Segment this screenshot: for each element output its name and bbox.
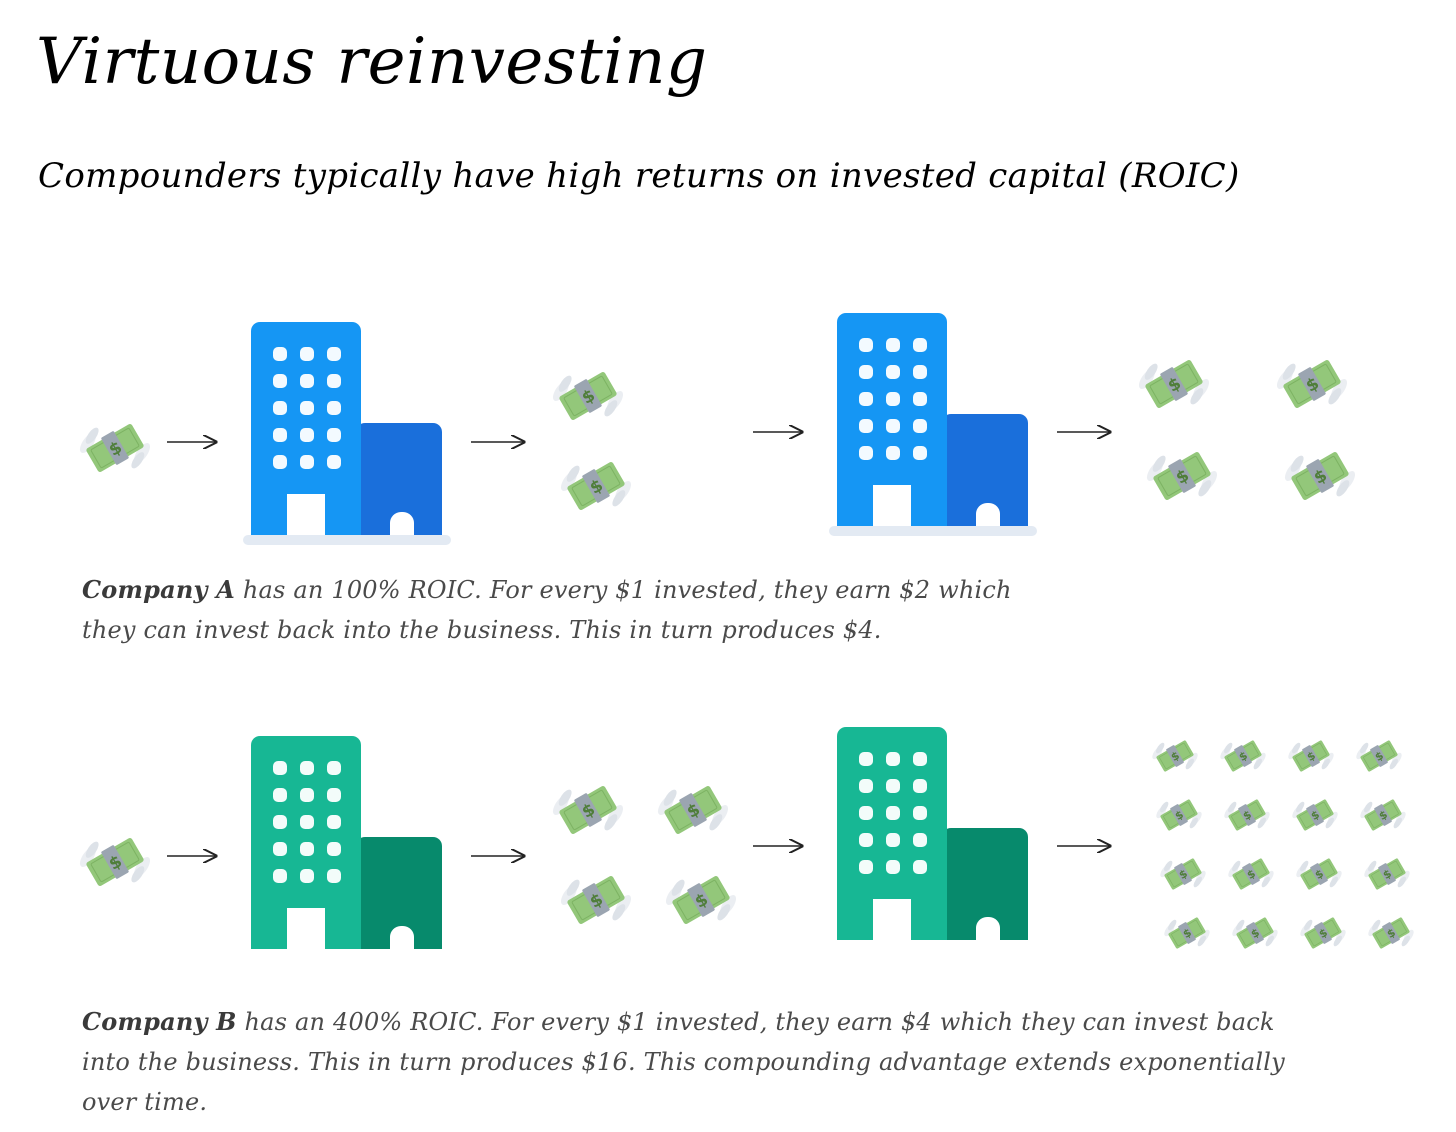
company-b-name: Company B — [82, 1007, 237, 1036]
company-a-building-1-icon — [243, 322, 451, 545]
company-a-second-return-money-icon: $ — [1284, 452, 1356, 500]
company-a-second-return-money-icon: $ — [1146, 452, 1218, 500]
company-b-second-return-money-icon: $ — [1232, 917, 1278, 949]
company-a-invested-money-icon: $ — [79, 424, 151, 472]
page-subtitle: Compounders typically have high returns … — [38, 156, 1240, 196]
company-b-first-return-money-icon: $ — [560, 876, 632, 924]
company-b-second-return-money-icon: $ — [1360, 799, 1406, 831]
company-b-first-return-money-icon: $ — [657, 786, 729, 834]
company-b-second-return-money-icon: $ — [1156, 799, 1202, 831]
company-b-building-1-icon — [251, 736, 442, 949]
company-b-second-return-money-icon: $ — [1220, 740, 1266, 772]
company-b-caption-text: has an 400% ROIC. For every $1 invested,… — [82, 1008, 1285, 1116]
company-b-second-return-money-icon: $ — [1300, 917, 1346, 949]
company-b-second-return-money-icon: $ — [1224, 799, 1270, 831]
company-b-second-return-money-icon: $ — [1164, 917, 1210, 949]
company-a-caption: Company A has an 100% ROIC. For every $1… — [82, 570, 1062, 650]
company-a-second-return-money-icon: $ — [1138, 360, 1210, 408]
company-a-second-return-money-icon: $ — [1276, 360, 1348, 408]
company-b-second-return-money-icon: $ — [1160, 858, 1206, 890]
company-a-first-return-money-icon: $ — [560, 462, 632, 510]
company-a-name: Company A — [82, 575, 236, 604]
company-b-building-2-icon — [837, 727, 1028, 940]
page-title: Virtuous reinvesting — [36, 25, 708, 99]
company-a-first-return-money-icon: $ — [552, 372, 624, 420]
company-b-row: $ $ $ $ $ $ $ $ $ $ $ $ $ $ $ $ $ $ $ $ $ — [79, 727, 1414, 949]
company-a-row: $ $ $ $ $ $ $ — [79, 313, 1356, 545]
company-b-second-return-money-icon: $ — [1296, 858, 1342, 890]
company-a-building-2-icon — [829, 313, 1037, 536]
company-b-second-return-money-icon: $ — [1152, 740, 1198, 772]
company-b-second-return-money-icon: $ — [1292, 799, 1338, 831]
company-b-second-return-money-icon: $ — [1356, 740, 1402, 772]
company-b-second-return-money-icon: $ — [1228, 858, 1274, 890]
company-b-second-return-money-icon: $ — [1288, 740, 1334, 772]
company-b-caption: Company B has an 400% ROIC. For every $1… — [82, 1002, 1312, 1122]
company-b-first-return-money-icon: $ — [665, 876, 737, 924]
company-b-first-return-money-icon: $ — [552, 786, 624, 834]
company-b-second-return-money-icon: $ — [1364, 858, 1410, 890]
company-b-second-return-money-icon: $ — [1368, 917, 1414, 949]
company-b-invested-money-icon: $ — [79, 838, 151, 886]
company-a-caption-text: has an 100% ROIC. For every $1 invested,… — [82, 576, 1012, 644]
